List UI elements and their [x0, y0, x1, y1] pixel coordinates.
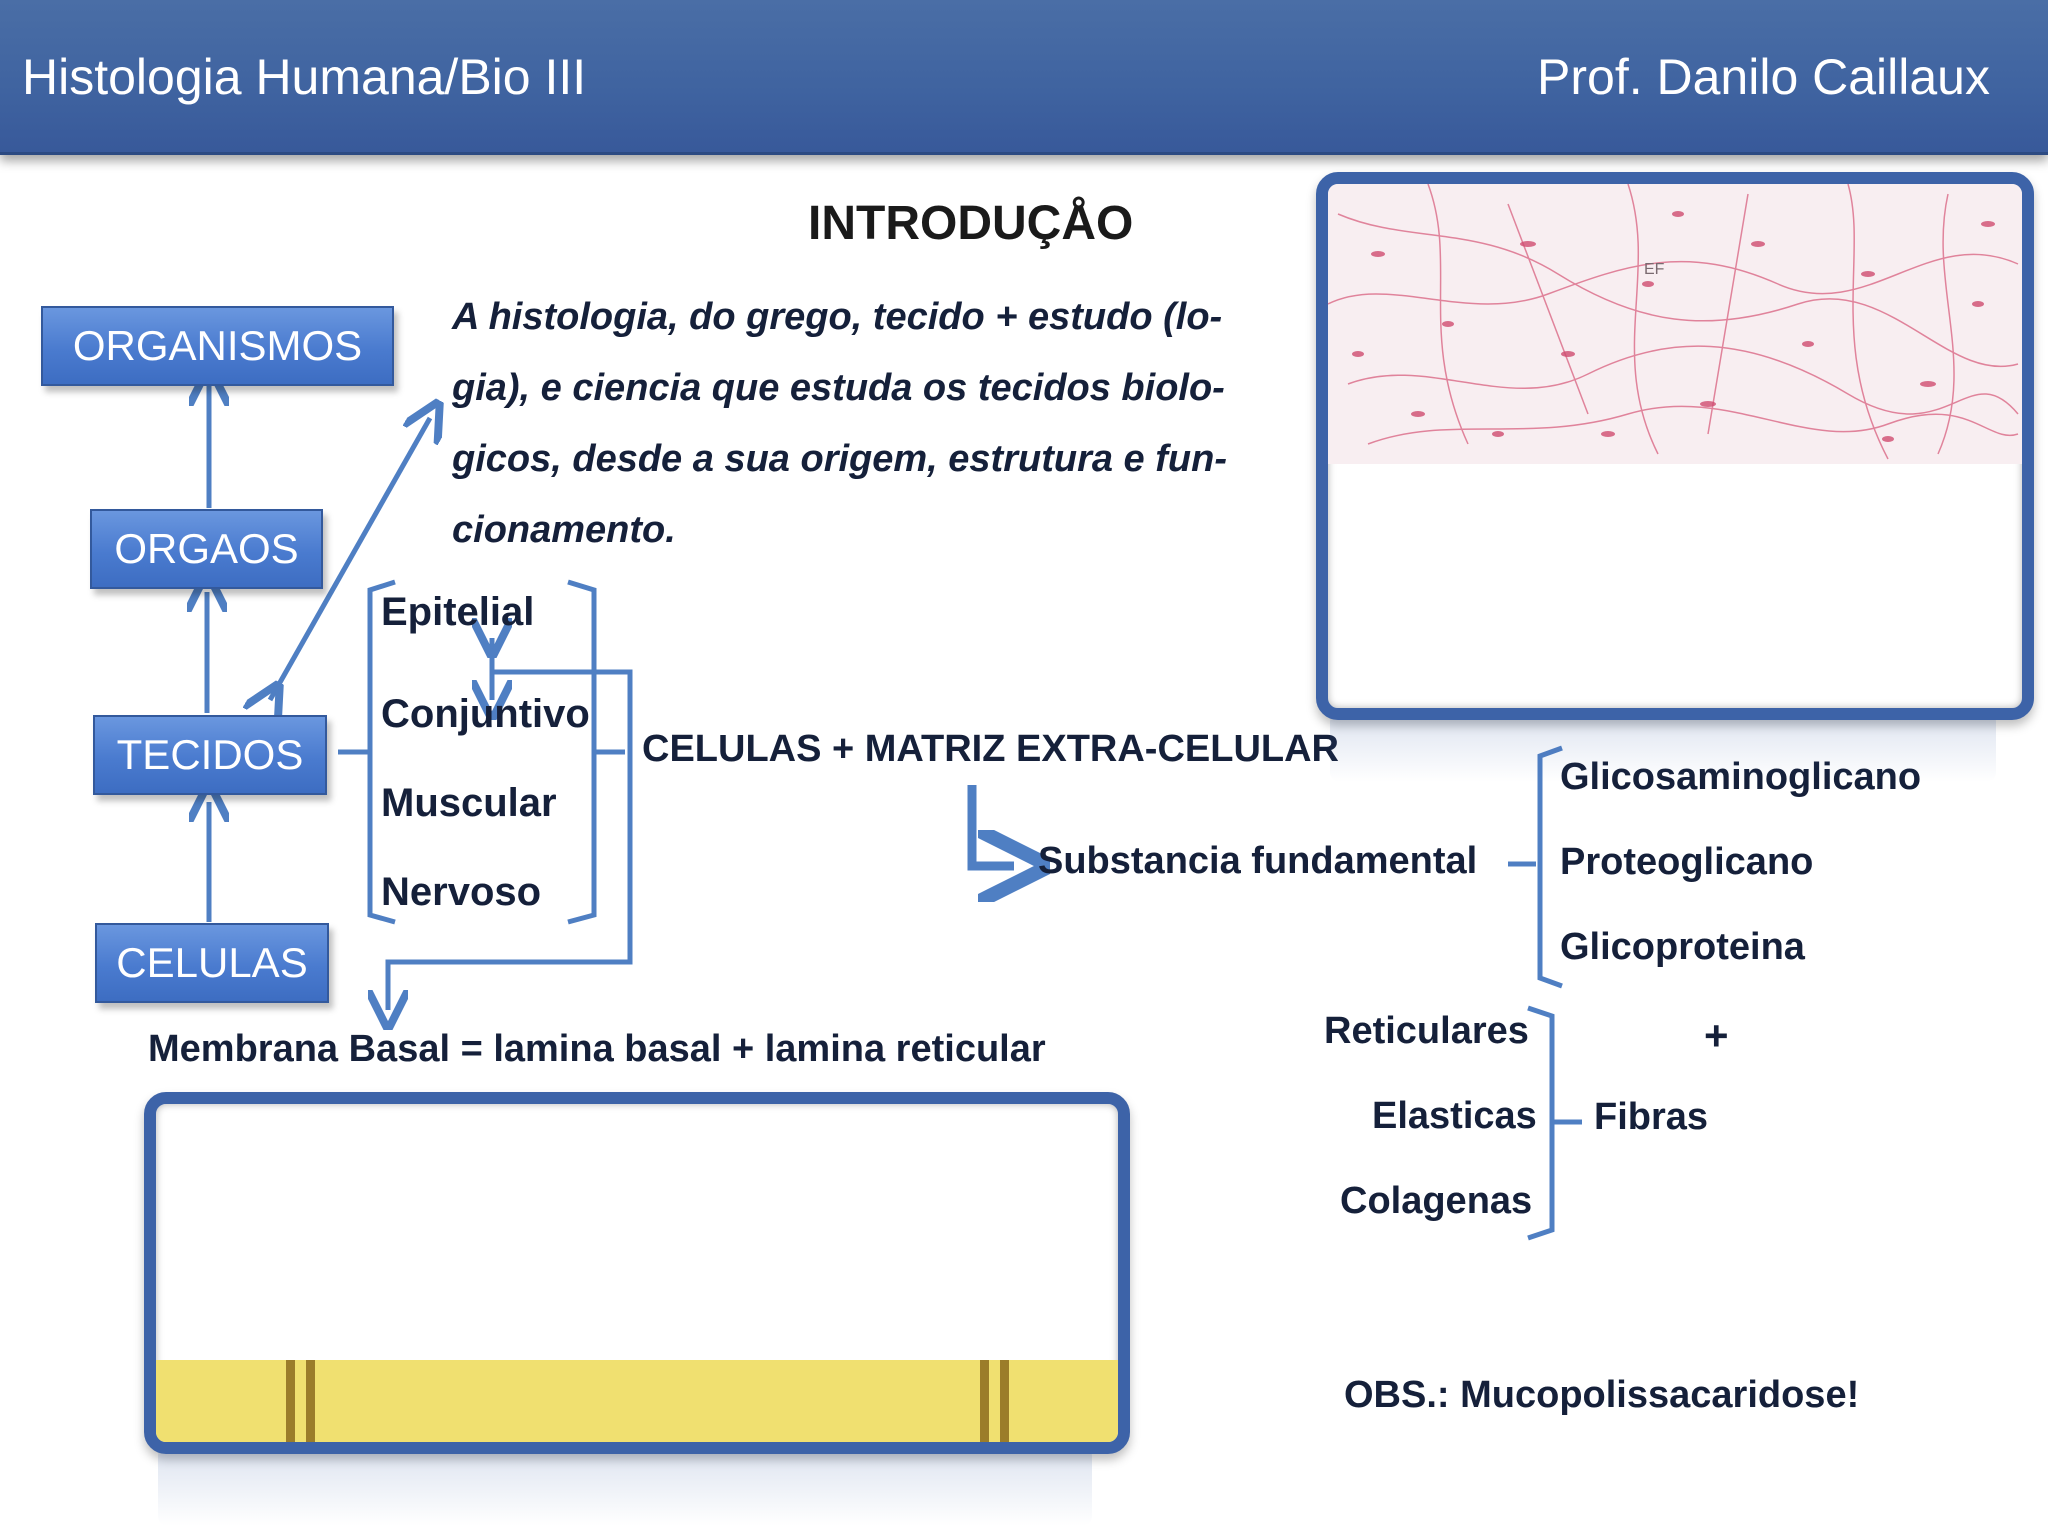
box-orgaos: ORGAOS	[90, 509, 323, 589]
image-label-ef: EF	[1644, 261, 1665, 278]
tissue-conjuntivo: Conjuntivo	[381, 692, 590, 736]
composition-label: CELULAS + MATRIZ EXTRA-CELULAR	[642, 728, 1339, 770]
arrow-to-substancia	[967, 785, 1014, 866]
histology-micrograph: EF	[1328, 184, 2022, 464]
intro-line-4: cionamento.	[452, 509, 676, 551]
box-celulas: CELULAS	[95, 923, 329, 1003]
membrane-image-frame	[144, 1092, 1130, 1454]
fibers-label: Fibras	[1594, 1096, 1709, 1138]
ground-substance-item: Proteoglicano	[1560, 841, 1814, 883]
plus-sign: +	[1704, 1012, 1729, 1059]
fiber-reticulares: Reticulares	[1324, 1010, 1529, 1052]
professor-name: Prof. Danilo Caillaux	[1537, 49, 1990, 105]
arrow-tecidos-to-definition	[270, 418, 430, 700]
ground-substance-bracket	[1537, 745, 1563, 989]
image-frame-reflection	[1330, 712, 1996, 782]
course-title: Histologia Humana/Bio III	[22, 49, 587, 105]
tissue-types-right-bracket	[567, 579, 597, 925]
box-tecidos: TECIDOS	[93, 715, 327, 795]
box-organismos: ORGANISMOS	[41, 306, 394, 386]
membrane-illustration	[156, 1360, 1118, 1442]
slide-header: Histologia Humana/Bio III Prof. Danilo C…	[0, 0, 2048, 155]
slide-title: INTRODUÇÅO	[808, 197, 1134, 250]
histology-image-frame: EF	[1316, 172, 2034, 720]
tissue-types-left-bracket	[367, 579, 396, 925]
ground-substance-label: Substancia fundamental	[1038, 840, 1478, 882]
fiber-colagenas: Colagenas	[1340, 1180, 1533, 1222]
arrow-to-membrana-basal	[388, 669, 633, 1010]
membrane-frame-reflection	[158, 1446, 1092, 1526]
obs-note: OBS.: Mucopolissacaridose!	[1344, 1374, 1860, 1416]
intro-paragraph: A histologia, do grego, tecido + estudo …	[452, 282, 1282, 566]
tissue-epitelial: Epitelial	[381, 590, 535, 634]
fiber-elasticas: Elasticas	[1372, 1095, 1537, 1137]
tissue-muscular: Muscular	[381, 781, 557, 825]
ground-substance-item: Glicoproteina	[1560, 926, 1805, 968]
intro-line-2: gia), e ciencia que estuda os tecidos bi…	[452, 367, 1225, 409]
tissue-nervoso: Nervoso	[381, 870, 542, 914]
intro-line-3: gicos, desde a sua origem, estrutura e f…	[452, 438, 1227, 480]
ground-substance-item: Glicosaminoglicano	[1560, 756, 1921, 799]
intro-line-1: A histologia, do grego, tecido + estudo …	[452, 296, 1223, 338]
basement-membrane-label: Membrana Basal = lamina basal + lamina r…	[148, 1028, 1046, 1070]
